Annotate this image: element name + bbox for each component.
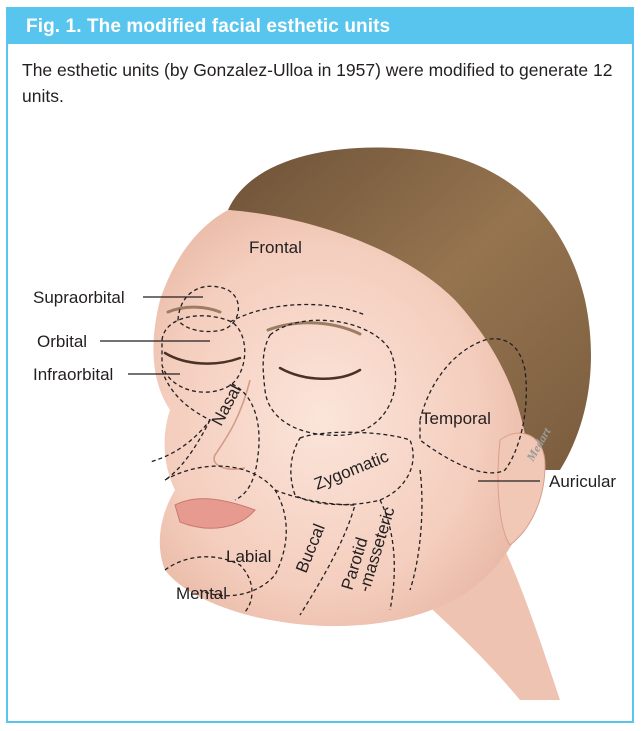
temporal-label: Temporal (421, 409, 491, 428)
labial-label: Labial (226, 547, 271, 566)
infraorbital-label: Infraorbital (33, 365, 113, 384)
orbital-label: Orbital (37, 332, 87, 351)
mental-label: Mental (176, 584, 227, 603)
supraorbital-label: Supraorbital (33, 288, 125, 307)
frontal-label: Frontal (249, 238, 302, 257)
auricular-label: Auricular (549, 472, 616, 491)
